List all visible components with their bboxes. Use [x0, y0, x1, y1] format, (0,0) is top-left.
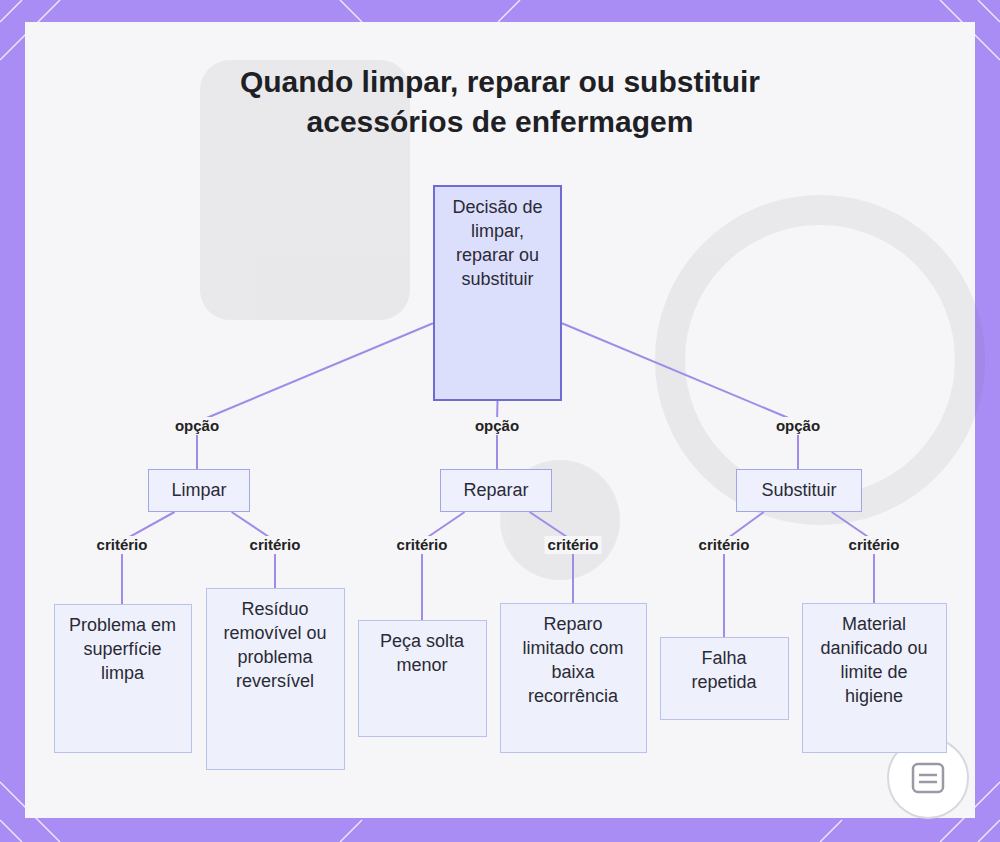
box-text: Resíduo removível ou problema reversível: [217, 597, 334, 693]
connector-line: [562, 323, 798, 469]
box-text: Reparo limitado com baixa recorrência: [511, 612, 636, 708]
box-text: Substituir: [761, 478, 836, 502]
option-box: Limpar: [148, 469, 250, 512]
connector-line: [496, 401, 499, 469]
box-text: Decisão de limpar, reparar ou substituir: [445, 195, 550, 291]
edge-label: critério: [394, 536, 451, 554]
connector-line: [122, 512, 175, 604]
criterion-box: Problema em superfície limpa: [54, 604, 192, 753]
edge-label: critério: [94, 536, 151, 554]
box-text: Problema em superfície limpa: [65, 613, 181, 685]
panel: [25, 22, 975, 818]
edge-label: critério: [247, 536, 304, 554]
edge-label: opção: [773, 417, 823, 435]
edge-label: critério: [545, 536, 602, 554]
edge-label: critério: [696, 536, 753, 554]
diagram-title: Quando limpar, reparar ou substituir ace…: [190, 62, 810, 142]
option-box: Substituir: [736, 469, 862, 512]
box-text: Falha repetida: [671, 646, 778, 694]
edge-label: opção: [472, 417, 522, 435]
decision-box: Decisão de limpar, reparar ou substituir: [433, 185, 562, 401]
edge-label: critério: [846, 536, 903, 554]
connector-line: [422, 512, 465, 620]
box-text: Limpar: [171, 478, 226, 502]
option-box: Reparar: [440, 469, 552, 512]
edge-label: opção: [172, 417, 222, 435]
connector-line: [832, 512, 874, 603]
criterion-box: Reparo limitado com baixa recorrência: [500, 603, 647, 753]
connector-line: [724, 512, 764, 637]
criterion-box: Peça solta menor: [358, 620, 487, 737]
criterion-box: Falha repetida: [660, 637, 789, 720]
box-text: Peça solta menor: [369, 629, 476, 677]
connector-line: [530, 512, 573, 603]
box-text: Reparar: [463, 478, 528, 502]
criterion-box: Material danificado ou limite de higiene: [802, 603, 947, 753]
box-text: Material danificado ou limite de higiene: [813, 612, 936, 708]
criterion-box: Resíduo removível ou problema reversível: [206, 588, 345, 770]
connector-line: [197, 323, 433, 469]
